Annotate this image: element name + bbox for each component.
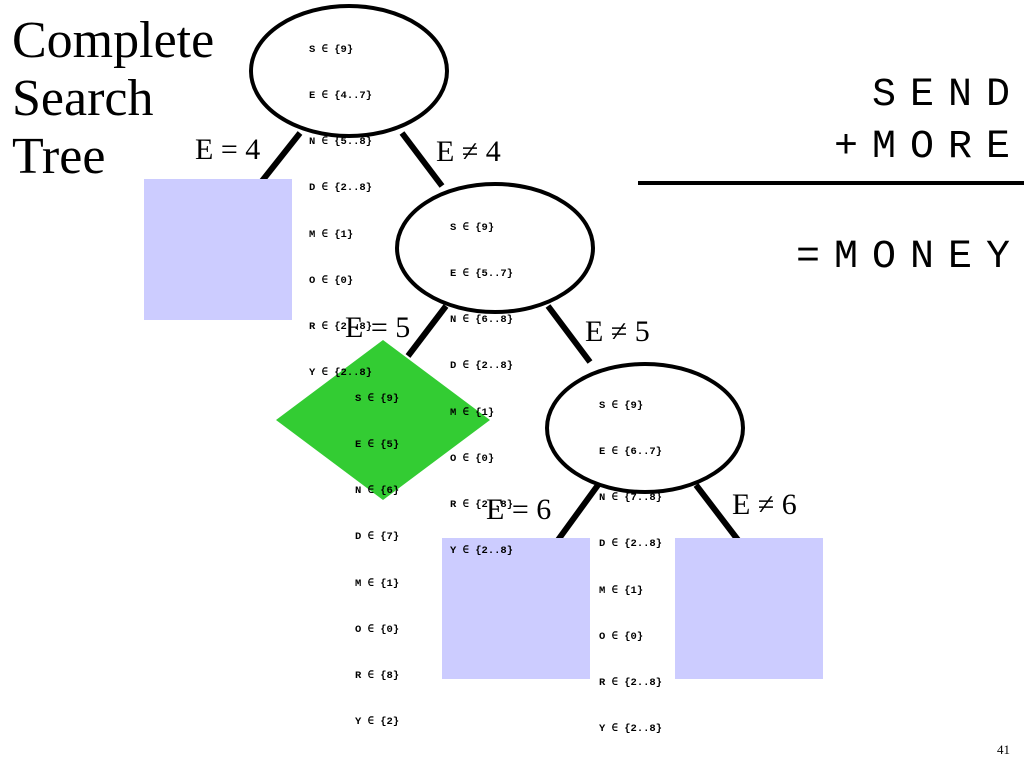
domain-row: M ∈ {1} — [309, 228, 354, 241]
edge-label-e-eq-5: E = 5 — [345, 311, 411, 344]
solution-node-domains: S ∈ {9} E ∈ {5} N ∈ {6} D ∈ {7} M ∈ {1} … — [355, 361, 399, 746]
slide-title: Complete Search Tree — [12, 12, 214, 186]
node-2-shape — [395, 182, 595, 314]
puzzle-line-send: SEND — [871, 73, 1024, 118]
domain-row: O ∈ {0} — [309, 274, 354, 287]
edge-e-ne-4 — [399, 131, 445, 188]
domain-row: E ∈ {5} — [355, 439, 400, 452]
domain-row: Y ∈ {2..8} — [599, 723, 663, 736]
root-node-shape — [249, 4, 449, 138]
title-line-2: Search — [12, 70, 154, 127]
puzzle-sum-rule — [638, 181, 1024, 185]
domain-row: Y ∈ {2..8} — [450, 545, 514, 558]
domain-row: M ∈ {1} — [450, 406, 495, 419]
edge-e-ne-5 — [545, 304, 593, 364]
edge-label-e-eq-6: E = 6 — [486, 493, 552, 526]
edge-label-e-eq-4: E = 4 — [195, 133, 261, 166]
domain-row: S ∈ {9} — [450, 221, 495, 234]
page-number: 41 — [997, 742, 1010, 757]
domain-row: D ∈ {2..8} — [450, 360, 514, 373]
domain-row: E ∈ {5..7} — [450, 268, 514, 281]
domain-row: O ∈ {0} — [355, 623, 400, 636]
domain-row: N ∈ {5..8} — [309, 136, 373, 149]
domain-row: O ∈ {0} — [450, 452, 495, 465]
domain-row: Y ∈ {2..8} — [309, 367, 373, 380]
title-line-1: Complete — [12, 12, 215, 69]
domain-row: N ∈ {6} — [355, 485, 400, 498]
domain-row: S ∈ {9} — [355, 392, 400, 405]
domain-row: S ∈ {9} — [599, 399, 644, 412]
domain-row: Y ∈ {2} — [355, 716, 400, 729]
domain-row: M ∈ {1} — [599, 584, 644, 597]
edge-label-e-ne-4: E ≠ 4 — [436, 135, 501, 168]
node-2-domains: S ∈ {9} E ∈ {5..7} N ∈ {6..8} D ∈ {2..8}… — [450, 190, 513, 575]
domain-row: E ∈ {4..7} — [309, 90, 373, 103]
domain-row: N ∈ {6..8} — [450, 314, 514, 327]
edge-label-e-ne-5: E ≠ 5 — [585, 315, 650, 348]
edge-e-eq-6 — [555, 483, 601, 542]
title-line-3: Tree — [12, 128, 106, 185]
node-3-shape — [545, 362, 745, 494]
leaf-failed-e4 — [144, 179, 292, 320]
domain-row: D ∈ {2..8} — [599, 538, 663, 551]
domain-row: D ∈ {7} — [355, 531, 400, 544]
leaf-failed-e6 — [442, 538, 590, 679]
domain-row: R ∈ {8} — [355, 670, 400, 683]
leaf-failed-e-ne-6 — [675, 538, 823, 679]
puzzle-line-money: =MONEY — [795, 235, 1024, 280]
solution-node-shape — [276, 340, 490, 500]
puzzle-line-more: +MORE — [833, 125, 1024, 170]
node-3-domains: S ∈ {9} E ∈ {6..7} N ∈ {7..8} D ∈ {2..8}… — [599, 368, 662, 753]
edge-e-eq-5 — [405, 304, 449, 358]
domain-row: S ∈ {9} — [309, 43, 354, 56]
domain-row: E ∈ {6..7} — [599, 446, 663, 459]
domain-row: D ∈ {2..8} — [309, 182, 373, 195]
domain-row: N ∈ {7..8} — [599, 492, 663, 505]
domain-row: R ∈ {2..8} — [309, 321, 373, 334]
domain-row: O ∈ {0} — [599, 630, 644, 643]
root-node-domains: S ∈ {9} E ∈ {4..7} N ∈ {5..8} D ∈ {2..8}… — [309, 12, 372, 397]
domain-row: M ∈ {1} — [355, 577, 400, 590]
edge-e-ne-6 — [693, 483, 741, 542]
domain-row: R ∈ {2..8} — [599, 677, 663, 690]
edge-e-eq-4 — [259, 131, 303, 183]
edge-label-e-ne-6: E ≠ 6 — [732, 488, 797, 521]
domain-row: R ∈ {2..8} — [450, 499, 514, 512]
